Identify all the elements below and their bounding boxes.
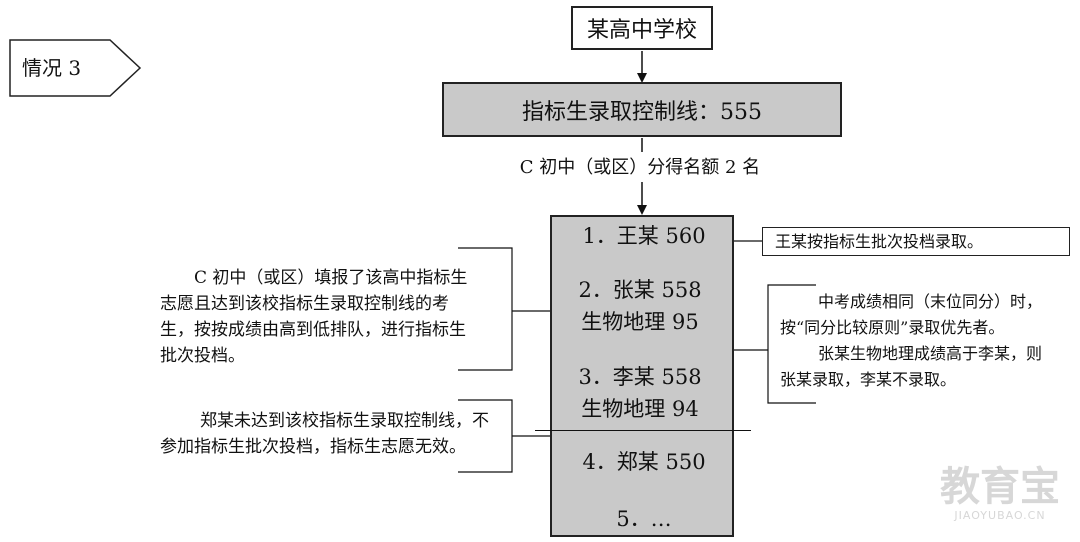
tie-rule-line: 中考成绩相同（末位同分）时， (818, 292, 1043, 311)
below-line-note-line: 郑某未达到该校指标生录取控制线，不 (200, 411, 489, 431)
watermark-brand: 教育宝 (940, 464, 1060, 510)
student-rank-3: 3．李某 558 (578, 365, 702, 389)
tie-rule-line: 按“同分比较原则”录取优先者。 (780, 318, 1005, 337)
case-label: 情况 3 (22, 56, 82, 80)
below-line-note: 郑某未达到该校指标生录取控制线，不 参加指标生批次投档，指标生志愿无效。 (160, 408, 510, 460)
sorting-note-line: 生，按按成绩由高到低排队，进行指标生 (160, 320, 466, 340)
school-box: 某高中学校 (571, 6, 713, 50)
student-rank-2: 2．张某 558 (578, 278, 702, 302)
control-line-box: 指标生录取控制线：555 (442, 82, 842, 137)
quota-label: C 初中（或区）分得名额 2 名 (480, 155, 800, 181)
student-rank-4: 4．郑某 550 (582, 450, 706, 474)
admitted-note: 王某按指标生批次投档录取。 (762, 227, 1070, 256)
sorting-note: C 初中（或区）填报了该高中指标生 志愿且达到该校指标生录取控制线的考 生，按按… (160, 265, 510, 369)
tie-note-bracket (767, 284, 816, 404)
sorting-note-line: 批次投档。 (160, 346, 245, 366)
tie-rule-line: 张某生物地理成绩高于李某，则 (818, 344, 1043, 363)
tie-rule-line: 张某录取，李某不录取。 (780, 370, 957, 389)
cutoff-line (535, 430, 751, 431)
sorting-bracket (458, 247, 513, 371)
admitted-note-text: 王某按指标生批次投档录取。 (775, 232, 984, 251)
sorting-note-line: C 初中（或区）填报了该高中指标生 (194, 268, 468, 288)
watermark-domain: JIAOYUBAO.CN (954, 509, 1046, 522)
below-line-note-line: 参加指标生批次投档，指标生志愿无效。 (160, 437, 466, 457)
case-label-arrow-shape (9, 39, 142, 97)
student-ranking-column: 1．王某 560 2．张某 558 生物地理 95 3．李某 558 生物地理 … (550, 215, 734, 537)
student-rank-1: 1．王某 560 (582, 224, 706, 248)
watermark: 教育宝 JIAOYUBAO.CN (940, 465, 1060, 522)
sorting-note-line: 志愿且达到该校指标生录取控制线的考 (160, 294, 449, 314)
student-score-3: 生物地理 94 (581, 397, 699, 421)
student-rank-5: 5．… (616, 507, 672, 531)
tie-rule-note: 中考成绩相同（末位同分）时， 按“同分比较原则”录取优先者。 张某生物地理成绩高… (780, 289, 1076, 393)
student-score-2: 生物地理 95 (581, 310, 699, 334)
